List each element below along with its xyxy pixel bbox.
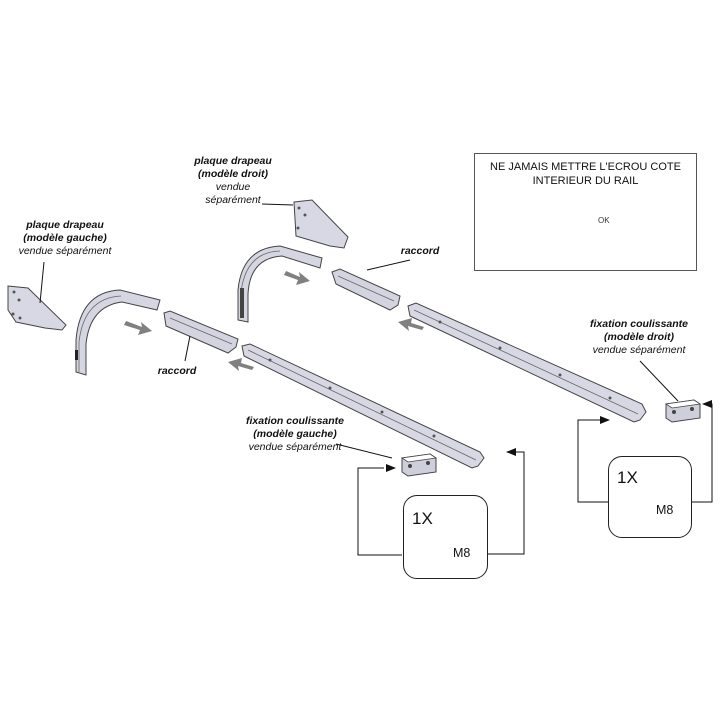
- label-note: séparément: [205, 194, 261, 206]
- kit-bolt-size: M8: [656, 503, 674, 517]
- curved-rail-left: [75, 289, 161, 376]
- label-raccord-right: raccord: [400, 245, 440, 257]
- warning-line-1: NE JAMAIS METTRE L'ECROU COTE: [490, 161, 681, 173]
- arrow-icon: [124, 321, 152, 335]
- long-rail-left: [241, 343, 485, 469]
- ok-label: OK: [598, 216, 610, 225]
- raccord-left: [163, 310, 239, 354]
- sliding-bracket-right: [664, 399, 702, 423]
- label-title: fixation coulissante: [245, 415, 345, 427]
- label-raccord-left: raccord: [157, 365, 197, 377]
- arrow-icon: [228, 358, 254, 371]
- warning-text: NE JAMAIS METTRE L'ECROU COTE INTERIEUR …: [475, 160, 696, 188]
- arrow-icon: [386, 464, 396, 472]
- hardware-kit-left: [403, 495, 488, 579]
- arrow-icon: [600, 416, 610, 424]
- label-note: vendue: [215, 181, 251, 193]
- arrow-icon: [506, 448, 516, 456]
- arrow-icon: [284, 271, 310, 285]
- flag-plate-left: [7, 285, 67, 331]
- kit-quantity: 1X: [412, 509, 433, 528]
- label-note: vendue séparément: [248, 441, 342, 453]
- long-rail-right: [407, 302, 647, 423]
- hardware-kit-right: [608, 456, 692, 538]
- raccord-right: [331, 268, 401, 311]
- label-plaque-drapeau-gauche: plaque drapeau (modèle gauche) vendue sé…: [6, 219, 124, 258]
- label-fixation-droit: fixation coulissante (modèle droit) vend…: [572, 318, 706, 357]
- label-model: (modèle gauche): [23, 232, 107, 244]
- label-plaque-drapeau-droit: plaque drapeau (modèle droit) vendue sép…: [183, 155, 283, 207]
- label-model: (modèle gauche): [253, 428, 337, 440]
- label-model: (modèle droit): [198, 168, 268, 180]
- sliding-bracket-left: [400, 453, 438, 477]
- label-model: (modèle droit): [604, 331, 674, 343]
- warning-line-2: INTERIEUR DU RAIL: [532, 175, 639, 187]
- label-fixation-gauche: fixation coulissante (modèle gauche) ven…: [228, 415, 362, 454]
- kit-quantity: 1X: [617, 468, 638, 487]
- label-title: plaque drapeau: [194, 155, 272, 167]
- curved-rail-right: [237, 245, 323, 323]
- arrow-icon: [702, 400, 712, 408]
- arrow-icon: [398, 318, 424, 331]
- kit-bolt-size: M8: [453, 546, 471, 560]
- label-title: plaque drapeau: [26, 219, 104, 231]
- assembly-arrows: [124, 271, 424, 371]
- leader-lines: [39, 203, 679, 459]
- warning-box: NE JAMAIS METTRE L'ECROU COTE INTERIEUR …: [474, 153, 697, 271]
- label-note: vendue séparément: [592, 344, 686, 356]
- label-title: fixation coulissante: [589, 318, 689, 330]
- label-note: vendue séparément: [18, 245, 112, 257]
- flag-plate-right: [293, 199, 349, 249]
- kit-connectors-left: [357, 451, 525, 556]
